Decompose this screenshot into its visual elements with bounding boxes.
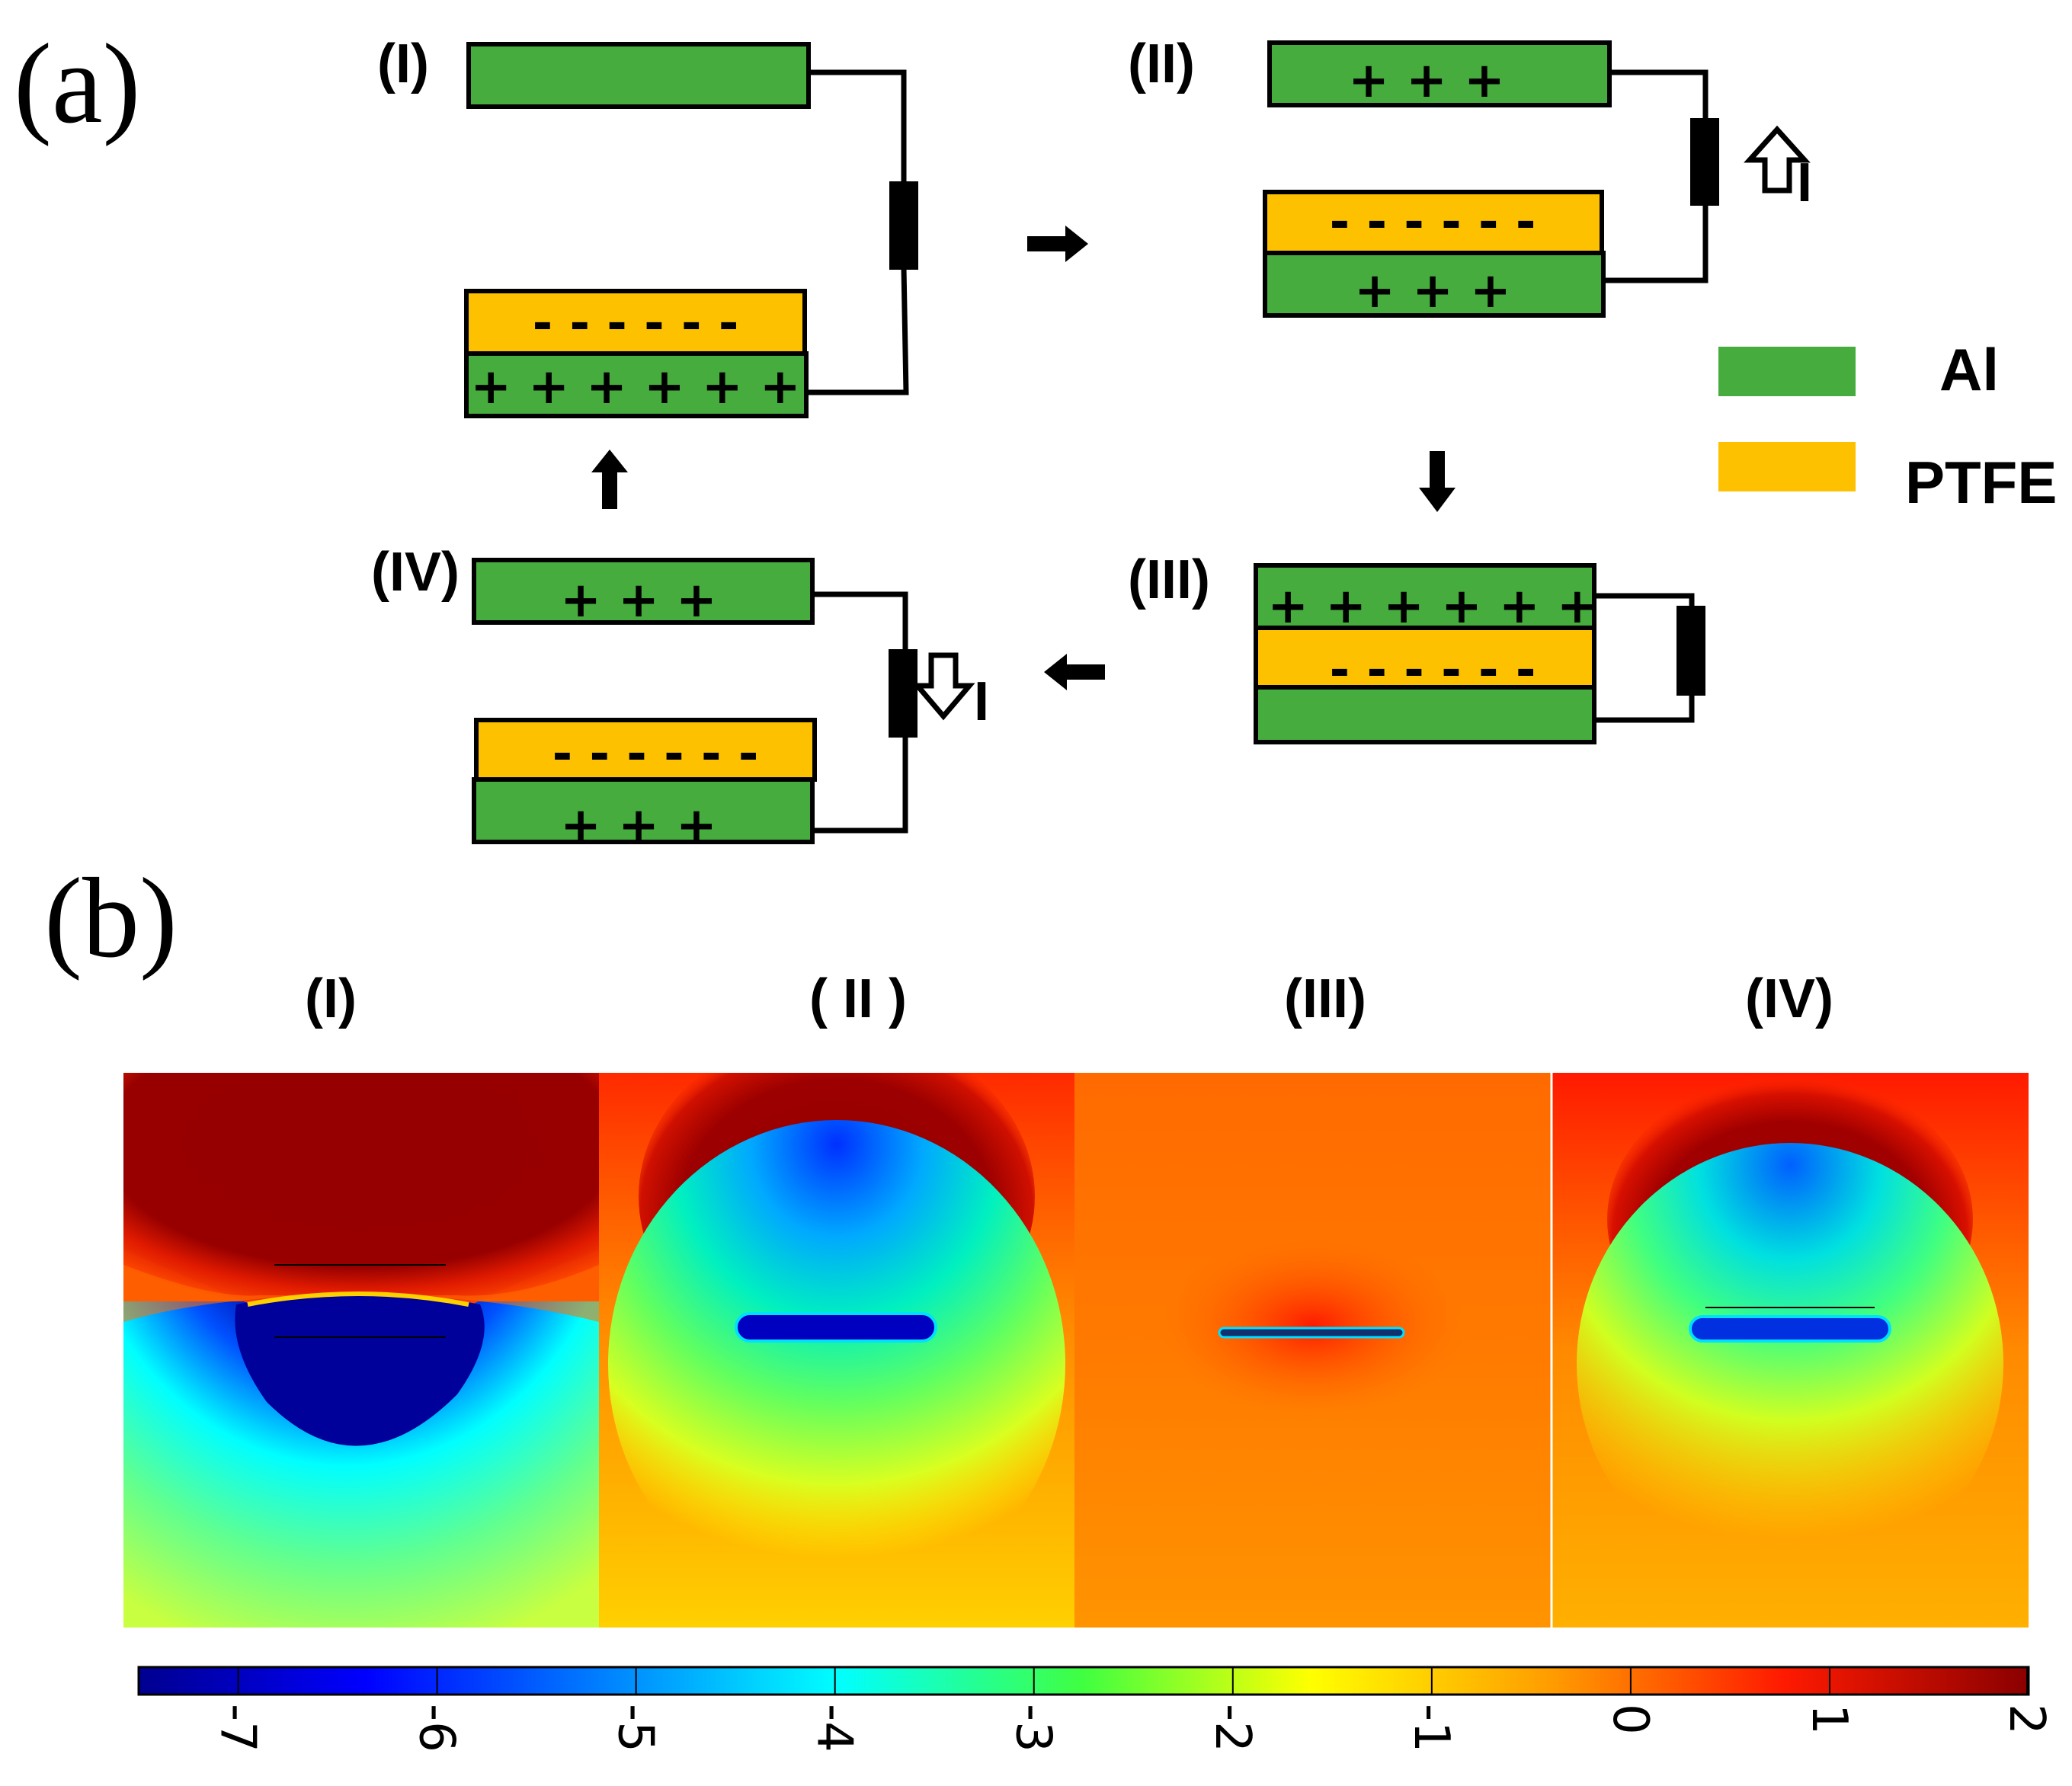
cycle-arrow-right bbox=[1027, 226, 1088, 262]
stage-ii-diagram: (II) + + + - - - - - - + + + I bbox=[1128, 34, 1812, 319]
colorbar-tick-label: -4 bbox=[806, 1704, 863, 1752]
cycle-arrow-left bbox=[1044, 654, 1105, 690]
map-iii-label: (III) bbox=[1284, 968, 1366, 1029]
colorbar: -7 -6 -5 -4 -3 -2 -1 0 1 2 bbox=[137, 1666, 2054, 1752]
colorbar-gradient bbox=[137, 1666, 2030, 1696]
al-bottom-plate bbox=[464, 351, 809, 418]
al-bottom-plate bbox=[472, 777, 815, 844]
potential-map-iv bbox=[1552, 1073, 2029, 1628]
legend-label-al: Al bbox=[1939, 336, 1999, 403]
potential-map-iii bbox=[1074, 1073, 1552, 1628]
legend: Al PTFE bbox=[1718, 336, 2057, 516]
al-top-plate bbox=[1254, 563, 1596, 630]
colorbar-tick-label: -7 bbox=[210, 1704, 266, 1752]
ptfe-negative-charges: - - - - - - bbox=[552, 726, 759, 783]
stage-iii-label: (III) bbox=[1128, 549, 1210, 610]
load-resistor bbox=[1676, 606, 1705, 696]
wire bbox=[812, 591, 908, 651]
al-top-plate bbox=[1267, 40, 1612, 107]
current-label: I bbox=[974, 671, 989, 732]
current-up-arrow-icon bbox=[1744, 125, 1811, 194]
colorbar-tick-label: -3 bbox=[1005, 1704, 1062, 1752]
legend-swatch-ptfe bbox=[1718, 442, 1856, 491]
colorbar-tick-label: 2 bbox=[1998, 1704, 2054, 1735]
potential-map-i bbox=[123, 1073, 599, 1628]
wire bbox=[809, 69, 907, 183]
legend-swatch-al bbox=[1718, 347, 1856, 396]
al-bottom-plate bbox=[1263, 251, 1606, 318]
colorbar-tick-label: -6 bbox=[408, 1704, 465, 1752]
stage-i-label: (I) bbox=[377, 34, 429, 94]
colorbar-tick-label: -1 bbox=[1403, 1704, 1459, 1752]
legend-label-ptfe: PTFE bbox=[1905, 449, 2057, 516]
stage-iv-diagram: (IV) + + + - - - - - - + + + I bbox=[371, 542, 989, 854]
panel-b-label: (b) bbox=[44, 855, 178, 981]
wire bbox=[1609, 69, 1709, 122]
wire bbox=[815, 735, 908, 834]
colorbar-tick-label: -2 bbox=[1204, 1704, 1260, 1752]
map-i-label: (I) bbox=[305, 968, 357, 1029]
al-bottom-positive-charges: + + + bbox=[560, 798, 716, 854]
al-positive-charges: + + + + + + bbox=[470, 359, 800, 415]
stage-iii-diagram: (III) + + + + + + - - - - - - bbox=[1128, 549, 1705, 744]
wire bbox=[1594, 593, 1695, 608]
al-top-positive-charges: + + + bbox=[1348, 53, 1504, 109]
load-resistor bbox=[1690, 118, 1719, 206]
al-top-plate bbox=[472, 558, 815, 625]
ptfe-negative-charges: - - - - - - bbox=[533, 296, 739, 352]
map-ii-label: ( II ) bbox=[809, 968, 907, 1029]
ptfe-negative-charges: - - - - - - bbox=[1330, 194, 1536, 251]
current-down-arrow-icon bbox=[911, 652, 975, 721]
current-label: I bbox=[1797, 152, 1812, 213]
map-iv-label: (IV) bbox=[1745, 968, 1833, 1029]
ptfe-layer bbox=[474, 718, 817, 782]
al-top-plate bbox=[466, 42, 811, 109]
al-bottom-positive-charges: + + + bbox=[1354, 263, 1510, 319]
panel-a-label: (a) bbox=[14, 21, 140, 147]
al-top-positive-charges: + + + bbox=[560, 572, 716, 629]
al-top-positive-charges: + + + + + + bbox=[1267, 578, 1597, 635]
potential-map-ii bbox=[599, 1073, 1074, 1628]
cycle-arrow-down bbox=[1419, 451, 1456, 512]
ptfe-layer bbox=[1263, 190, 1604, 255]
wire bbox=[1603, 204, 1709, 283]
al-bottom-plate bbox=[1254, 685, 1596, 744]
colorbar-tick-label: 0 bbox=[1602, 1704, 1658, 1735]
wire bbox=[806, 267, 909, 395]
colorbar-tick-label: 1 bbox=[1801, 1704, 1857, 1735]
stage-ii-label: (II) bbox=[1128, 34, 1195, 94]
stage-iv-label: (IV) bbox=[371, 542, 460, 603]
stage-i-diagram: (I) - - - - - - + + + + + + bbox=[377, 34, 918, 418]
load-resistor bbox=[889, 181, 918, 270]
cycle-arrow-up bbox=[591, 450, 628, 509]
colorbar-tick-label: -5 bbox=[607, 1704, 664, 1752]
load-resistor bbox=[889, 649, 918, 738]
ptfe-layer bbox=[1254, 626, 1596, 690]
wire bbox=[1594, 693, 1695, 723]
